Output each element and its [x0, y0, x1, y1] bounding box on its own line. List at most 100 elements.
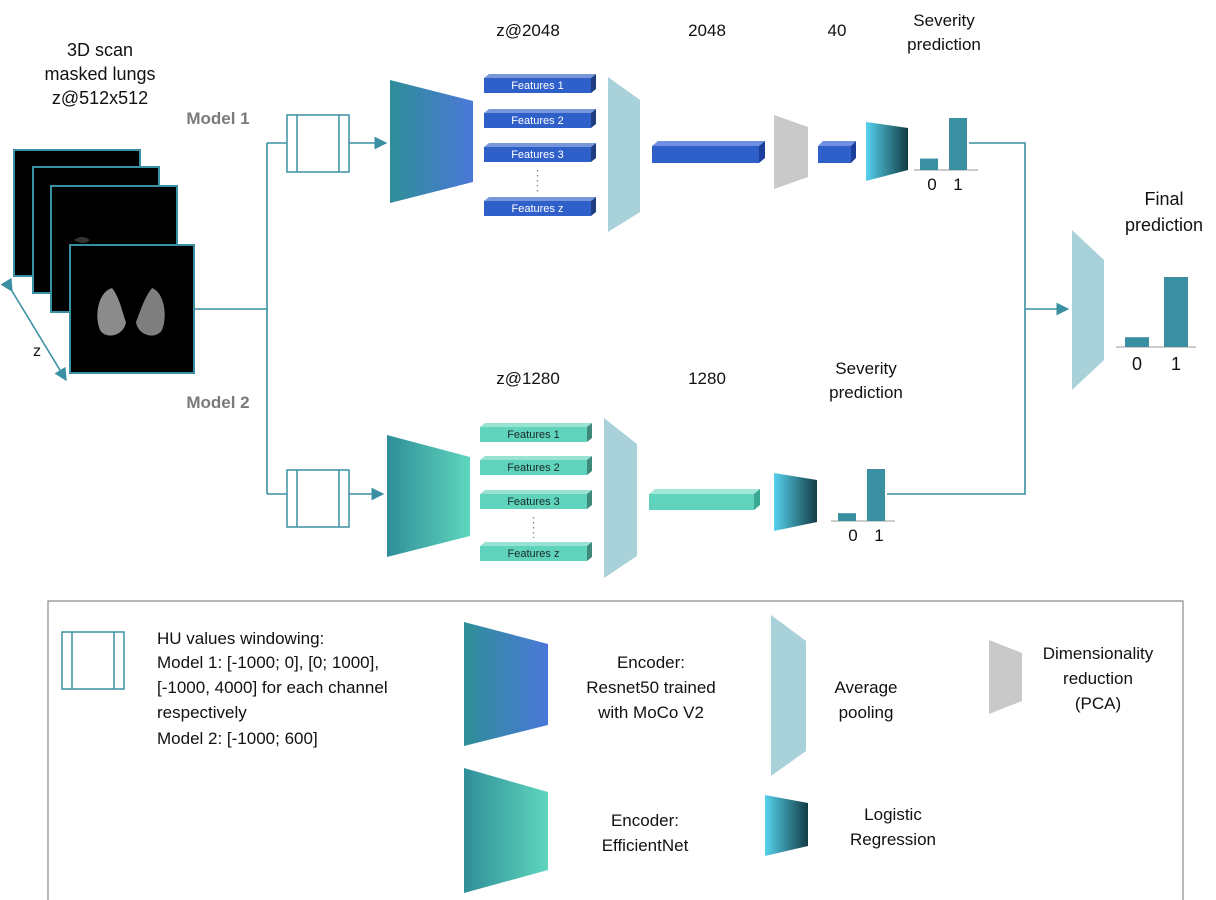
model1-output-wire: [969, 142, 1026, 309]
legend-logreg-line-2: Regression: [850, 830, 936, 849]
input-title-line-1: 3D scan: [67, 40, 133, 60]
model2-bar-label-0: 0: [848, 526, 857, 545]
model2-feature-label-2: Features 2: [507, 462, 560, 474]
model2-header-features: z@1280: [496, 369, 560, 388]
model2-feature-label-3: Features 3: [507, 496, 560, 508]
final-bar-0: [1125, 337, 1149, 347]
legend-windowing-line-4: respectively: [157, 703, 247, 722]
model2-header-pooled: 1280: [688, 369, 726, 388]
model2-bar-0: [838, 513, 856, 521]
model2-pooled-vector: [649, 489, 760, 510]
model1-severity-line-1: Severity: [913, 11, 975, 30]
model2-average-pooling: [604, 418, 637, 578]
model1-feature-slab-3: Features 3: [484, 143, 596, 162]
model2-feature-slab-1: Features 1: [480, 423, 592, 442]
legend-encoder-resnet-icon: [464, 622, 548, 746]
legend-avgpool-line-2: pooling: [839, 703, 894, 722]
model2-feature-slab-3: Features 3: [480, 490, 592, 509]
z-axis-arrow: [0, 277, 67, 382]
ct-slice-stack: [13, 149, 195, 374]
model1-header-pooled: 2048: [688, 21, 726, 40]
final-title-line-1: Final: [1144, 189, 1183, 209]
legend-encoder2-line-2: EfficientNet: [602, 836, 689, 855]
legend-dimred-icon: [989, 640, 1022, 714]
model1-pooled-vector: [652, 141, 765, 163]
legend-dimred-line-1: Dimensionality: [1043, 644, 1154, 663]
legend-encoder1-line-2: Resnet50 trained: [586, 678, 715, 697]
ct-slice-front: [69, 244, 195, 374]
model2-label: Model 2: [186, 393, 249, 412]
model1-encoder-resnet50: [390, 80, 473, 203]
model2-severity-line-1: Severity: [835, 359, 897, 378]
model2-bar-chart: 0 1: [831, 469, 895, 545]
model1-bar-chart: 0 1: [914, 118, 978, 194]
model2-feature-label-4: Features z: [508, 548, 560, 560]
legend-box: HU values windowing: Model 1: [-1000; 0]…: [47, 600, 1184, 900]
final-average-pooling: [1072, 230, 1104, 390]
input-title-line-3: z@512x512: [52, 88, 148, 108]
model2-feature-stack: Features 1 Features 2 Features 3 Features z: [480, 423, 592, 561]
model2-bar-label-1: 1: [874, 526, 883, 545]
legend-border: [47, 600, 1184, 900]
right-lung: [136, 288, 165, 336]
legend-windowing-icon: [61, 631, 125, 690]
model1-average-pooling: [608, 77, 640, 232]
model1-severity-line-2: prediction: [907, 35, 981, 54]
model1-bar-label-0: 0: [927, 175, 936, 194]
model1-bar-label-1: 1: [953, 175, 962, 194]
final-bar-chart: 0 1: [1116, 277, 1196, 374]
legend-encoder-efficientnet-icon: [464, 768, 548, 893]
legend-encoder1-line-3: with MoCo V2: [597, 703, 704, 722]
legend-windowing-line-5: Model 2: [-1000; 600]: [157, 729, 318, 748]
left-lung: [97, 288, 126, 336]
model1-reduced-vector: [818, 141, 856, 163]
model1-bar-0: [920, 158, 938, 170]
legend-windowing-line-3: [-1000, 4000] for each channel: [157, 678, 388, 697]
legend-windowing-text: HU values windowing: Model 1: [-1000; 0]…: [157, 629, 392, 748]
branch-wire: [195, 143, 268, 494]
lung-hint: [74, 237, 90, 243]
input-title: 3D scan masked lungs z@512x512: [44, 40, 155, 108]
model2-feature-slab-2: Features 2: [480, 456, 592, 475]
legend-dimred-line-2: reduction: [1063, 669, 1133, 688]
model1-header-reduced: 40: [828, 21, 847, 40]
model1-feature-label-1: Features 1: [511, 80, 564, 92]
final-bar-label-1: 1: [1171, 354, 1181, 374]
legend-encoder2-line-1: Encoder:: [611, 811, 679, 830]
final-bar-label-0: 0: [1132, 354, 1142, 374]
model2-windowing-box: [286, 469, 350, 528]
legend-windowing-line-1: HU values windowing:: [157, 629, 324, 648]
model2-bar-1: [867, 469, 885, 521]
model1-feature-label-2: Features 2: [511, 115, 564, 127]
legend-avgpool-line-1: Average: [834, 678, 897, 697]
model1-pca: [774, 115, 808, 189]
model1-feature-slab-1: Features 1: [484, 74, 596, 93]
model1-logistic-regression: [866, 122, 908, 181]
legend-dimred-line-3: (PCA): [1075, 694, 1121, 713]
model2-feature-label-1: Features 1: [507, 429, 560, 441]
model1-feature-slab-4: Features z: [484, 197, 596, 216]
final-bar-1: [1164, 277, 1188, 347]
model2-severity-line-2: prediction: [829, 383, 903, 402]
input-title-line-2: masked lungs: [44, 64, 155, 84]
legend-logreg-line-1: Logistic: [864, 805, 922, 824]
model1-feature-label-3: Features 3: [511, 149, 564, 161]
legend-encoder1-line-1: Encoder:: [617, 653, 685, 672]
legend-logistic-icon: [765, 795, 808, 856]
legend-windowing-line-2: Model 1: [-1000; 0], [0; 1000],: [157, 653, 379, 672]
model2-output-wire: [887, 309, 1026, 495]
model1-feature-stack: Features 1 Features 2 Features 3 Features z: [484, 74, 596, 216]
legend-average-pooling-icon: [771, 615, 806, 776]
model2-feature-slab-4: Features z: [480, 542, 592, 561]
model2-logistic-regression: [774, 473, 817, 531]
model1-feature-slab-2: Features 2: [484, 109, 596, 128]
model1-feature-label-4: Features z: [512, 203, 564, 215]
model1-windowing-box: [286, 114, 350, 173]
model1-header-features: z@2048: [496, 21, 560, 40]
z-axis-label: z: [33, 343, 41, 360]
model2-encoder-efficientnet: [387, 435, 470, 557]
model1-label: Model 1: [186, 109, 249, 128]
final-title-line-2: prediction: [1125, 215, 1203, 235]
model1-bar-1: [949, 118, 967, 170]
